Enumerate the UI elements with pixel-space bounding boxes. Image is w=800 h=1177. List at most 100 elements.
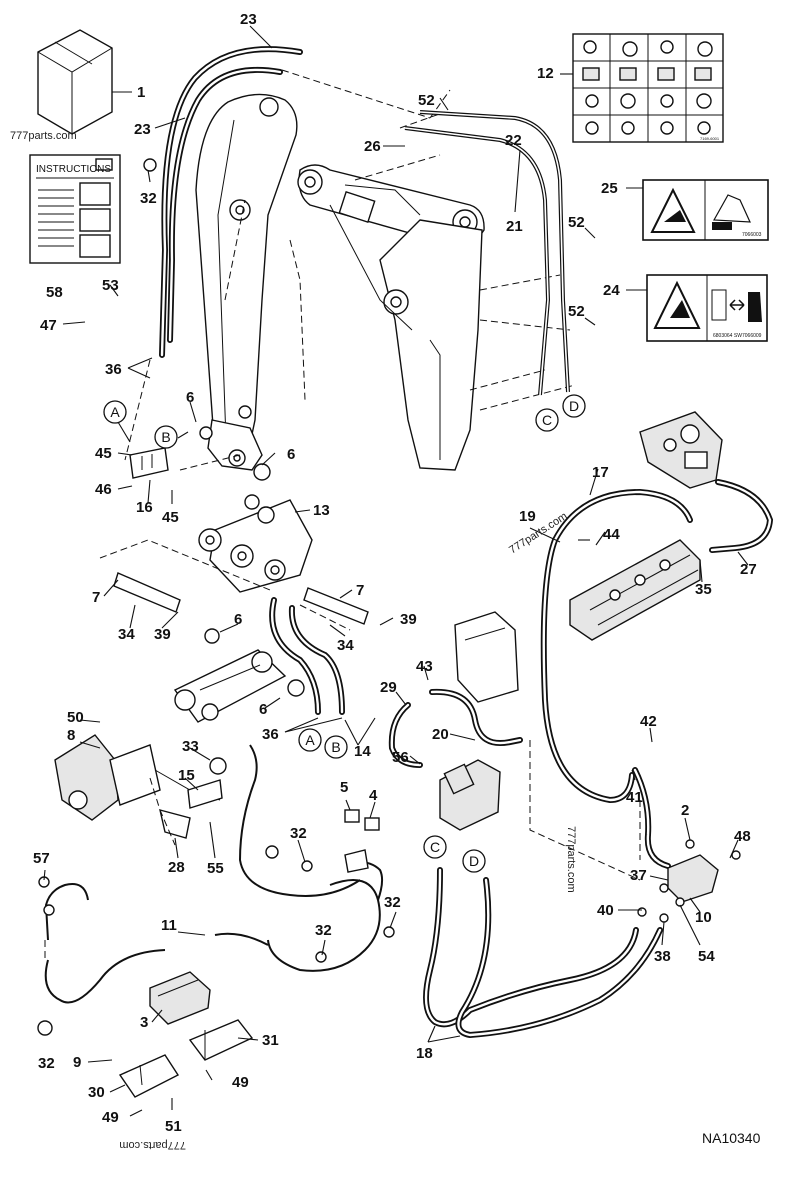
callout-53: 53	[102, 277, 119, 294]
pedal-assembly	[439, 611, 519, 831]
brackets-15-28	[149, 777, 223, 846]
callout-23b: 23	[134, 121, 151, 138]
callout-39b: 39	[400, 611, 417, 628]
connectors: A B C D A B C D	[103, 394, 586, 873]
callout-45a: 45	[95, 445, 112, 462]
hose-20-29	[388, 688, 523, 768]
valve-bank-44	[569, 539, 701, 641]
callout-52b: 52	[568, 214, 585, 231]
callout-16: 16	[136, 499, 153, 516]
callout-56: 56	[392, 749, 409, 766]
callout-26: 26	[364, 138, 381, 155]
callout-29: 29	[380, 679, 397, 696]
callout-32d: 32	[315, 922, 332, 939]
svg-text:A: A	[110, 404, 120, 420]
pins-7	[99, 539, 369, 631]
hose-41-42	[632, 767, 671, 869]
decal-24	[646, 274, 768, 342]
svg-text:C: C	[542, 412, 552, 428]
decal-24-code-b: 7066009	[742, 333, 762, 339]
callout-4: 4	[369, 787, 378, 804]
connector-d-upper: D	[562, 394, 586, 418]
callout-25: 25	[601, 180, 618, 197]
callout-23a: 23	[240, 11, 257, 28]
callout-32a: 32	[140, 190, 157, 207]
callout-36a: 36	[105, 361, 122, 378]
callout-13: 13	[313, 502, 330, 519]
callout-14: 14	[354, 743, 371, 760]
svg-text:B: B	[161, 429, 170, 445]
bracket-31	[188, 1019, 254, 1061]
callout-55: 55	[207, 860, 224, 877]
callout-36b: 36	[262, 726, 279, 743]
bracket-30	[118, 1054, 180, 1098]
callout-6a: 6	[186, 389, 194, 406]
svg-text:B: B	[331, 739, 340, 755]
callout-41: 41	[626, 789, 643, 806]
control-valve	[639, 411, 723, 489]
svg-text:D: D	[469, 853, 479, 869]
svg-text:A: A	[305, 732, 315, 748]
hose-14	[269, 597, 345, 715]
callout-47: 47	[40, 317, 57, 334]
callout-20: 20	[432, 726, 449, 743]
callout-15: 15	[178, 767, 195, 784]
svg-text:D: D	[569, 398, 579, 414]
callout-24: 24	[603, 282, 620, 299]
connector-d-lower: D	[462, 849, 486, 873]
watermark-3: 777parts.com	[565, 826, 577, 893]
callout-33: 33	[182, 738, 199, 755]
callout-37: 37	[630, 867, 647, 884]
hose-23	[159, 46, 303, 358]
callout-49b: 49	[102, 1109, 119, 1126]
decal-24-code-a: 6803064 SW	[713, 333, 742, 339]
callout-45b: 45	[162, 509, 179, 526]
callout-54: 54	[698, 948, 715, 965]
callout-58: 58	[46, 284, 63, 301]
watermark-4: 777parts.com	[119, 1139, 186, 1151]
connector-c-upper: C	[535, 408, 559, 432]
callout-12: 12	[537, 65, 554, 82]
callout-34b: 34	[337, 637, 354, 654]
callout-5: 5	[340, 779, 348, 796]
callout-7a: 7	[92, 589, 100, 606]
callout-10: 10	[695, 909, 712, 926]
callout-7b: 7	[356, 582, 364, 599]
callout-39a: 39	[154, 626, 171, 643]
callout-27: 27	[740, 561, 757, 578]
decal-12-code: 7169-6001	[700, 136, 720, 141]
sheet-labels: INSTRUCTIONS 7066003 6803064 SW 7066009 …	[36, 136, 762, 339]
callout-17: 17	[592, 464, 609, 481]
watermark-1: 777parts.com	[10, 130, 77, 142]
decal-25-code: 7066003	[742, 232, 762, 238]
coupler-13	[198, 494, 313, 593]
callout-22: 22	[505, 132, 522, 149]
connector-c-lower: C	[423, 835, 447, 859]
callout-38: 38	[654, 948, 671, 965]
callout-52c: 52	[568, 303, 585, 320]
callout-6b: 6	[287, 446, 295, 463]
controller-3	[149, 971, 211, 1025]
connector-b-lower: B	[324, 735, 348, 759]
callout-19: 19	[519, 508, 536, 525]
lower-link	[173, 649, 287, 723]
callout-3: 3	[140, 1014, 148, 1031]
callout-48: 48	[734, 828, 751, 845]
callout-42: 42	[640, 713, 657, 730]
callout-6d: 6	[259, 701, 267, 718]
callout-50: 50	[67, 709, 84, 726]
connector-a-upper: A	[103, 400, 127, 424]
connector-b-upper: B	[154, 425, 178, 449]
decal-12	[572, 33, 724, 143]
callout-31: 31	[262, 1032, 279, 1049]
callout-18: 18	[416, 1045, 433, 1062]
drawing-number: NA10340	[702, 1130, 761, 1146]
hose-18	[423, 867, 663, 1039]
leader-lines	[43, 25, 749, 1117]
callout-32b: 32	[290, 825, 307, 842]
boom-assembly	[195, 93, 485, 471]
callout-21: 21	[506, 218, 523, 235]
callout-32c: 32	[384, 894, 401, 911]
